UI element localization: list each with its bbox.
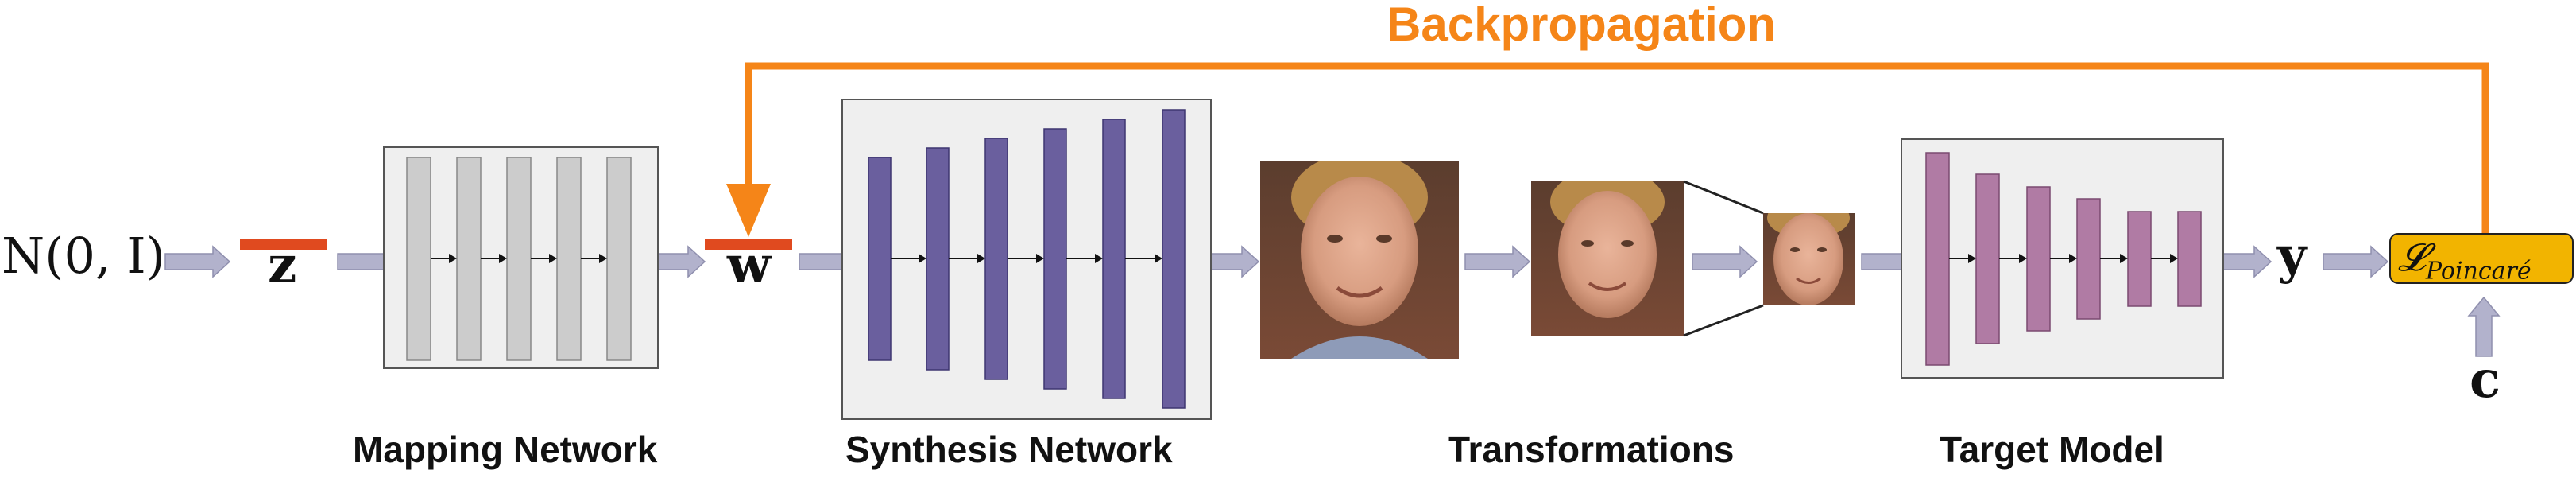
- synthesis-layer: [1102, 119, 1126, 399]
- latent-w-label: w: [727, 235, 772, 295]
- noise-distribution-label: N(0, I): [2, 227, 165, 285]
- backpropagation-path: [726, 62, 2489, 237]
- arrow-noise-to-z: [164, 245, 231, 278]
- target-layer: [1975, 173, 2000, 344]
- arrow-image-to-transform: [1464, 245, 1531, 278]
- synthesis-layer: [1162, 109, 1186, 409]
- target-model: [1901, 138, 2224, 379]
- latent-w-bar: [705, 239, 792, 250]
- synthesis-network-label: Synthesis Network: [845, 429, 1173, 470]
- class-c-label: c: [2470, 350, 2501, 410]
- arrow-y-to-loss: [2323, 245, 2389, 278]
- target-layer: [2127, 211, 2152, 307]
- output-y-label: y: [2277, 226, 2307, 286]
- target-layer: [2177, 211, 2202, 307]
- mapping-layer: [406, 157, 431, 361]
- mapping-layer: [456, 157, 482, 361]
- synthesis-layer: [926, 147, 950, 371]
- synthesis-network: [841, 99, 1212, 420]
- loss-subscript: Poincaré: [2425, 257, 2532, 286]
- target-model-label: Target Model: [1940, 429, 2164, 470]
- transformations-label: Transformations: [1448, 429, 1735, 470]
- backpropagation-label: Backpropagation: [1387, 0, 1777, 51]
- zoom-lines: [1683, 180, 1764, 337]
- arrow-transform-to-crop: [1692, 245, 1758, 278]
- mapping-layer: [506, 157, 532, 361]
- synthesis-layer: [868, 157, 892, 361]
- latent-z-bar: [240, 239, 327, 250]
- mapping-network-label: Mapping Network: [353, 429, 658, 470]
- target-layer: [2076, 198, 2101, 320]
- synthesis-layer: [1043, 128, 1067, 390]
- face-image-large: [1260, 161, 1459, 359]
- loss-label: 𝓛Poincaré: [2398, 235, 2532, 286]
- face-image-medium: [1531, 181, 1684, 336]
- face-image-small: [1763, 213, 1855, 305]
- synthesis-layer: [984, 138, 1008, 380]
- arrow-c-to-loss: [2467, 296, 2501, 357]
- loss-box: [2389, 233, 2574, 284]
- mapping-layer: [606, 157, 632, 361]
- target-layer: [2026, 186, 2051, 332]
- mapping-network: [383, 146, 659, 369]
- loss-symbol: 𝓛: [2398, 235, 2426, 280]
- target-layer: [1925, 152, 1950, 366]
- latent-z-label: z: [268, 235, 297, 295]
- mapping-layer: [556, 157, 582, 361]
